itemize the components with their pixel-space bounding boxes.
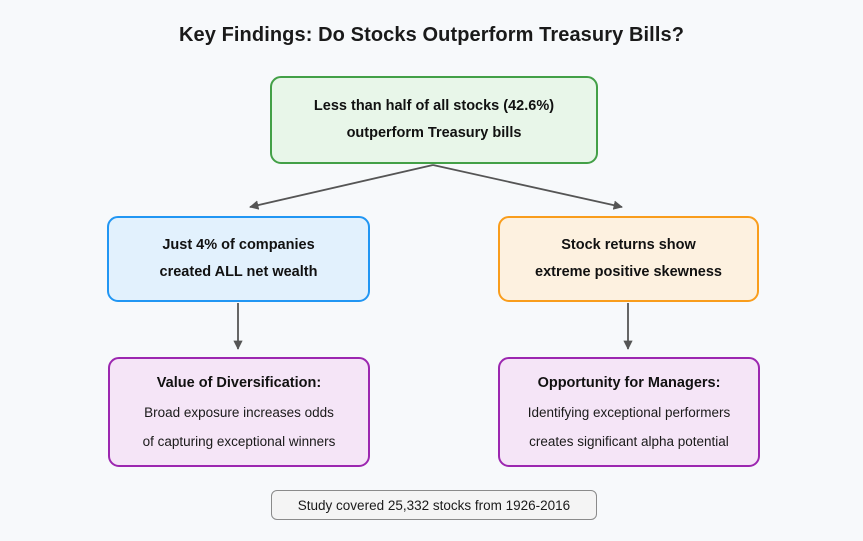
node-left-mid-line-1: Just 4% of companies: [162, 237, 315, 253]
page-title: Key Findings: Do Stocks Outperform Treas…: [178, 24, 685, 46]
node-right-mid[interactable]: Stock returns show extreme positive skew…: [498, 216, 759, 302]
node-left-leaf-line-1: Broad exposure increases odds: [144, 405, 334, 420]
node-root-line-2: outperform Treasury bills: [346, 125, 522, 141]
study-scope-note: Study covered 25,332 stocks from 1926-20…: [271, 490, 597, 520]
node-left-mid-line-2: created ALL net wealth: [159, 264, 318, 280]
node-left-leaf-line-2: of capturing exceptional winners: [142, 434, 336, 449]
study-scope-note-label: Study covered 25,332 stocks from 1926-20…: [297, 497, 571, 513]
node-right-mid-line-2: extreme positive skewness: [535, 264, 722, 280]
node-root[interactable]: Less than half of all stocks (42.6%) out…: [270, 76, 598, 164]
node-left-leaf[interactable]: Value of Diversification: Broad exposure…: [108, 357, 370, 467]
edge-root-to-left-mid: [249, 164, 434, 210]
edge-root-to-right-mid: [432, 164, 623, 210]
node-left-mid[interactable]: Just 4% of companies created ALL net wea…: [107, 216, 370, 302]
node-right-leaf[interactable]: Opportunity for Managers: Identifying ex…: [498, 357, 760, 467]
node-root-line-1: Less than half of all stocks (42.6%): [313, 98, 555, 114]
node-left-leaf-heading: Value of Diversification:: [156, 375, 322, 391]
node-right-mid-line-1: Stock returns show: [561, 237, 696, 253]
node-right-leaf-line-2: creates significant alpha potential: [529, 434, 729, 449]
node-right-leaf-heading: Opportunity for Managers:: [537, 375, 721, 391]
node-right-leaf-line-1: Identifying exceptional performers: [527, 405, 731, 420]
